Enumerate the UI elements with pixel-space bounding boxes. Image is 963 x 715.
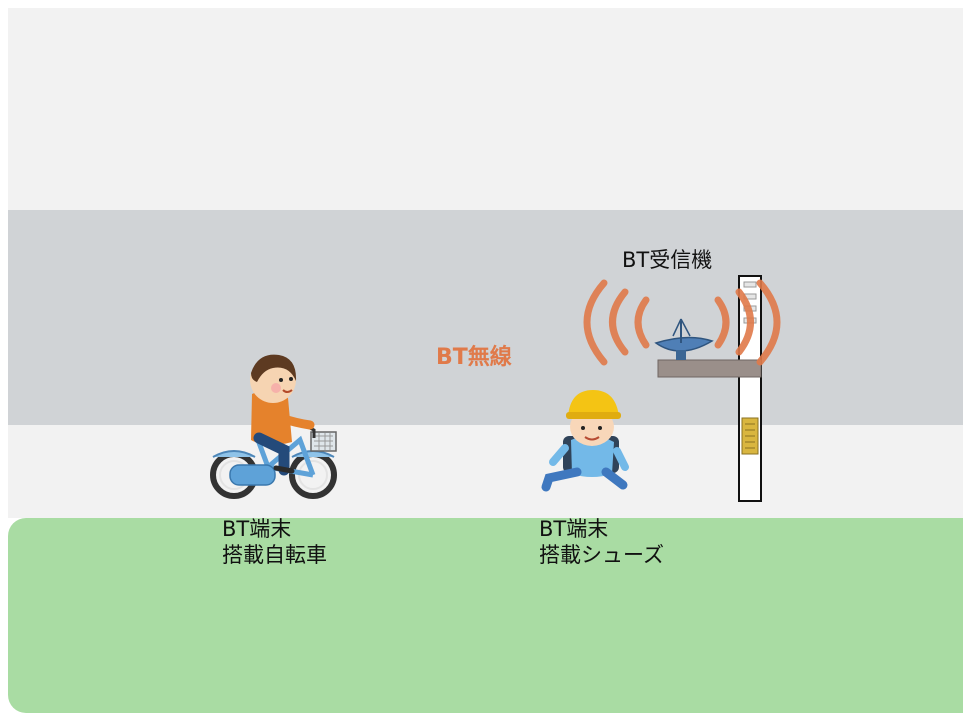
road bbox=[8, 210, 963, 425]
shoes-label-line2: 搭載シューズ bbox=[539, 543, 664, 567]
sidewalk-top bbox=[8, 8, 963, 210]
bicycle-label: BT端末 搭載自転車 bbox=[222, 516, 327, 568]
sidewalk-bottom bbox=[8, 425, 963, 518]
wireless-label: BT無線 bbox=[436, 345, 512, 370]
grass-area bbox=[8, 518, 963, 713]
shoes-label: BT端末 搭載シューズ bbox=[539, 516, 664, 568]
shoes-label-line1: BT端末 bbox=[539, 517, 609, 541]
receiver-label: BT受信機 bbox=[622, 248, 713, 272]
bicycle-label-line2: 搭載自転車 bbox=[222, 543, 327, 567]
bicycle-label-line1: BT端末 bbox=[222, 517, 292, 541]
